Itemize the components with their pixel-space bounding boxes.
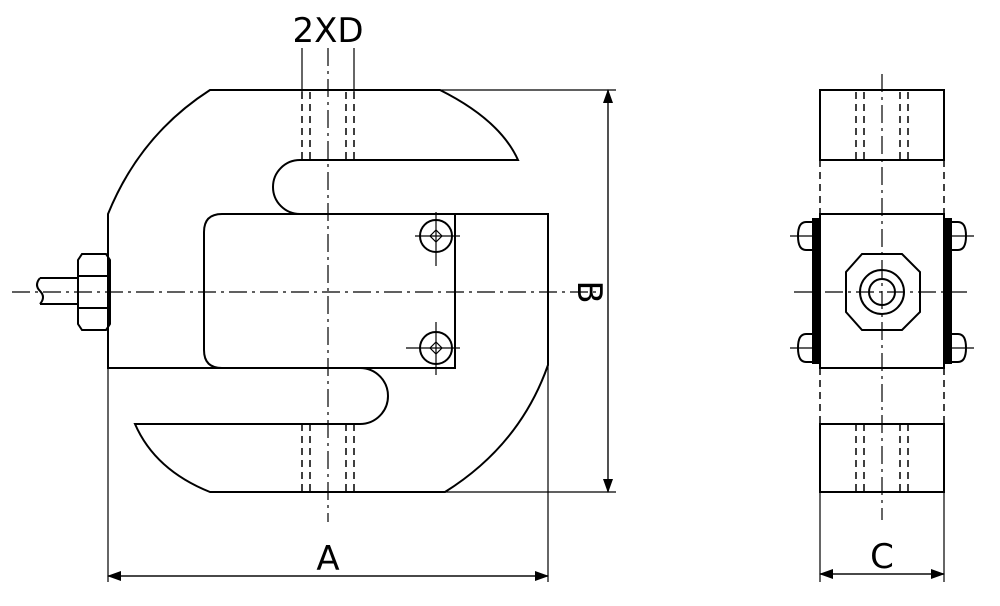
width-dim-label: A: [316, 539, 339, 579]
depth-dim-label: C: [870, 537, 894, 577]
front-view: [12, 48, 600, 522]
depth-dimension: C: [819, 492, 945, 582]
hole-callout-label: 2XD: [292, 11, 363, 51]
inner-window: [203, 213, 456, 369]
side-right-plate: [944, 218, 952, 364]
side-screw-heads: [790, 221, 974, 363]
hole-callout-dimension: 2XD: [292, 11, 364, 92]
side-left-plate: [812, 218, 820, 364]
side-view: [790, 74, 974, 520]
lower-screw-icon: [406, 322, 460, 375]
width-dimension: A: [107, 365, 549, 582]
height-dim-label: B: [569, 280, 609, 303]
height-dimension: B: [440, 89, 616, 493]
upper-screw-icon: [415, 212, 460, 266]
cable-gland: [36, 253, 111, 331]
